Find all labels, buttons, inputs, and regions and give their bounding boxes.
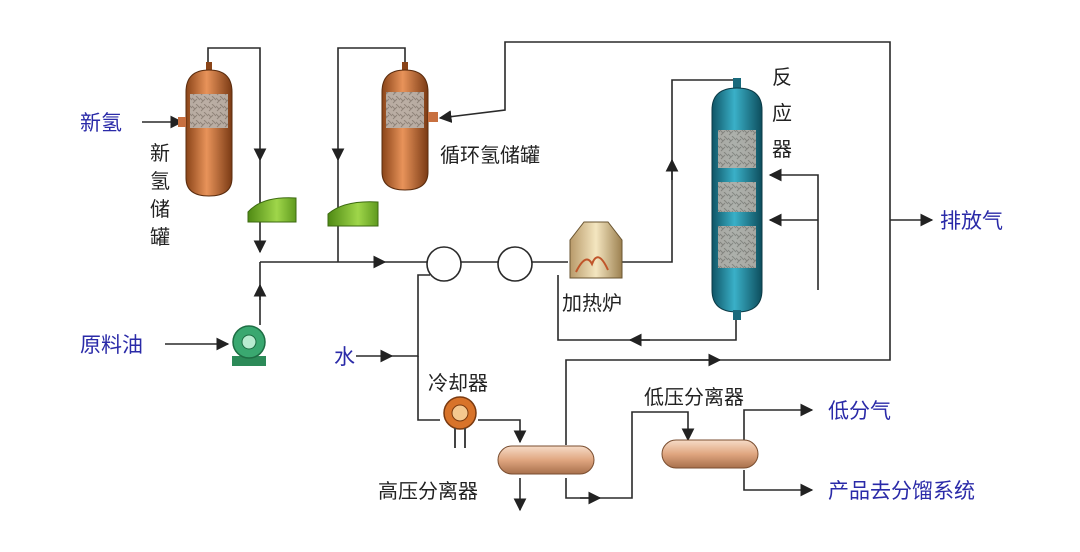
feed-oil-pump	[232, 325, 266, 366]
new-hydrogen-tank-char-4: 罐	[150, 225, 170, 249]
recycle-hydrogen-compressor	[327, 201, 379, 227]
new-hydrogen-tank-label: 新 氢 储 罐	[150, 141, 170, 249]
heating-furnace	[569, 221, 623, 279]
reactor-char-1: 反	[772, 65, 792, 89]
high-pressure-separator	[497, 445, 595, 475]
new-hydrogen-tank	[178, 62, 233, 197]
feed-oil-label: 原料油	[80, 333, 143, 357]
new-hydrogen-compressor	[247, 197, 297, 223]
product-to-fractionation-label: 产品去分馏系统	[828, 479, 975, 503]
new-hydrogen-label: 新氢	[80, 111, 122, 135]
heating-furnace-label: 加热炉	[562, 291, 622, 315]
high-pressure-separator-label: 高压分离器	[378, 479, 478, 503]
pipe-network	[142, 41, 934, 512]
reactor-label: 反 应 器	[772, 65, 792, 161]
vent-gas-label: 排放气	[940, 209, 1003, 233]
reactor-char-2: 应	[772, 101, 792, 125]
heat-exchanger-1	[426, 246, 462, 282]
new-hydrogen-tank-char-2: 氢	[150, 169, 170, 193]
heat-exchanger-2	[497, 246, 533, 282]
reactor	[711, 78, 763, 320]
new-hydrogen-tank-char-1: 新	[150, 141, 170, 165]
water-label: 水	[334, 345, 355, 369]
cooler	[443, 396, 477, 448]
recycle-hydrogen-tank-label: 循环氢储罐	[440, 143, 540, 167]
new-hydrogen-tank-char-3: 储	[150, 197, 170, 221]
low-gas-label: 低分气	[828, 399, 891, 423]
reactor-char-3: 器	[772, 137, 792, 161]
recycle-hydrogen-tank	[381, 62, 438, 191]
cooler-label: 冷却器	[428, 371, 488, 395]
low-pressure-separator	[661, 439, 759, 469]
low-pressure-separator-label: 低压分离器	[644, 385, 744, 409]
